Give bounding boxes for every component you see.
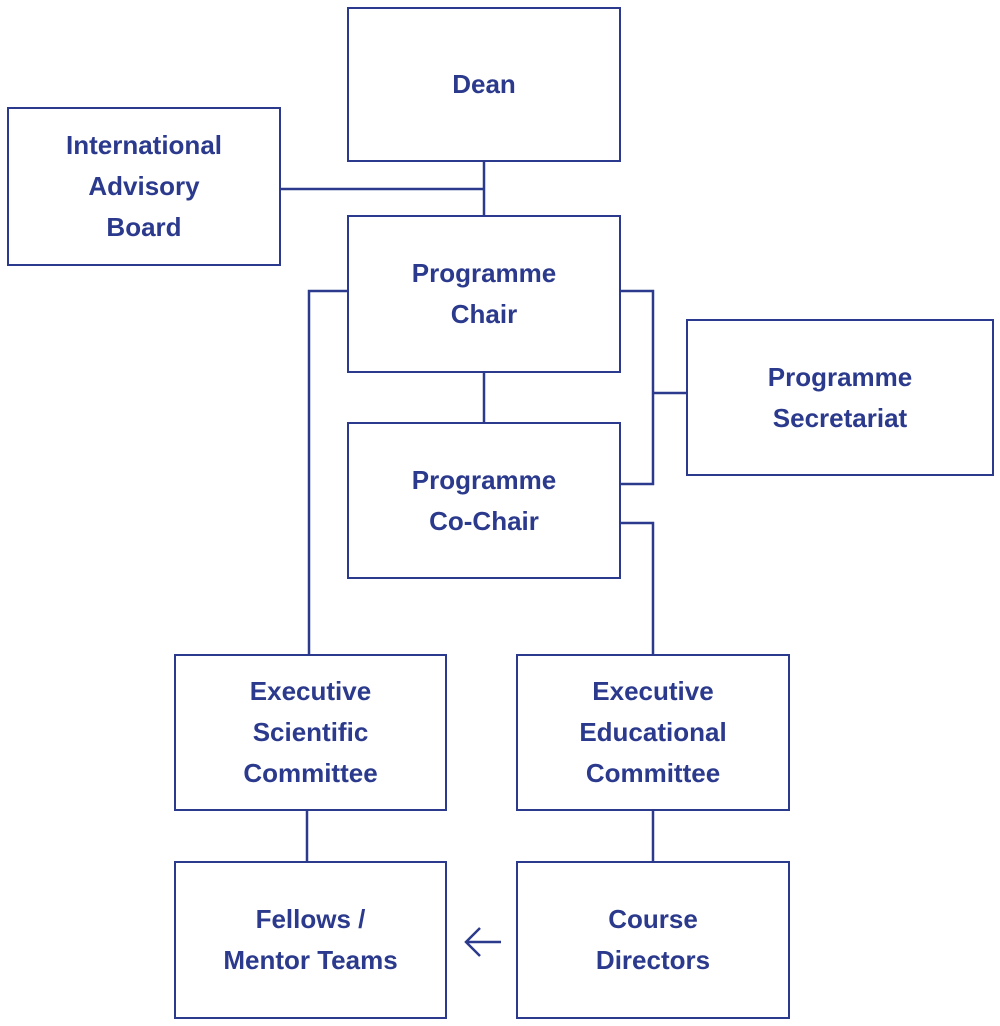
scientific-committee-label: Executive Scientific Committee <box>243 676 378 788</box>
dean-label: Dean <box>452 69 516 99</box>
fellows-label: Fellows / Mentor Teams <box>223 904 398 975</box>
co-chair-label: Programme Co-Chair <box>411 464 557 536</box>
educational-committee-box: Executive Educational Committee <box>516 654 790 811</box>
co-chair-box: Programme Co-Chair <box>347 422 621 579</box>
dean-box: Dean <box>347 7 621 162</box>
advisory-board-label: International Advisory Board <box>65 130 222 242</box>
fellows-box: Fellows / Mentor Teams <box>174 861 447 1019</box>
educational-committee-label: Executive Educational Committee <box>579 676 727 788</box>
secretariat-box: Programme Secretariat <box>686 319 994 476</box>
chair-scientific-line <box>307 289 348 655</box>
advisory-board-box: International Advisory Board <box>7 107 281 266</box>
cochair-educational-line <box>620 521 655 655</box>
course-directors-label: Course Directors <box>595 904 711 975</box>
arrow-left-icon <box>464 927 501 957</box>
scientific-committee-box: Executive Scientific Committee <box>174 654 447 811</box>
chair-box: Programme Chair <box>347 215 621 373</box>
secretariat-label: Programme Secretariat <box>767 361 913 433</box>
chair-label: Programme Chair <box>411 258 557 329</box>
course-directors-box: Course Directors <box>516 861 790 1019</box>
chair-secretariat-line <box>620 289 687 486</box>
